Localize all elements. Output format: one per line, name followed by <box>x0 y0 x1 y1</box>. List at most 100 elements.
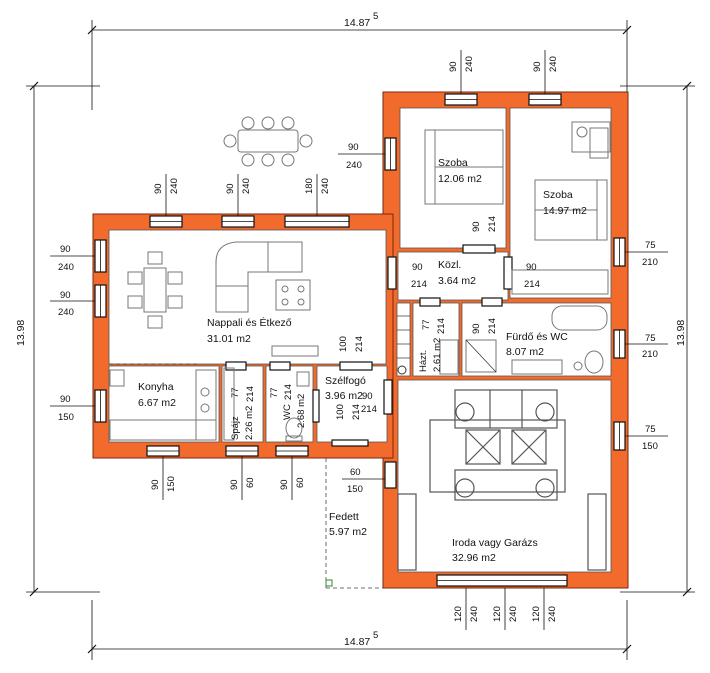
svg-text:Szoba: Szoba <box>438 157 468 169</box>
svg-text:90: 90 <box>471 221 482 232</box>
svg-text:6.67 m2: 6.67 m2 <box>138 397 176 409</box>
svg-text:240: 240 <box>320 178 331 194</box>
svg-text:120: 120 <box>453 606 464 622</box>
svg-text:Fedett: Fedett <box>329 511 359 523</box>
svg-text:77: 77 <box>421 319 432 330</box>
overall-height-right: 13.98 <box>675 320 687 346</box>
door-label-spajz: 77 214 <box>230 386 256 402</box>
svg-text:Spájz: Spájz <box>230 416 241 440</box>
opening-label-top-nappali-c: 180 240 <box>304 174 331 216</box>
dim-right: 13.98 <box>620 81 695 597</box>
svg-text:60: 60 <box>295 477 306 488</box>
svg-text:3.96 m2: 3.96 m2 <box>325 390 363 402</box>
floor-szoba2 <box>509 107 612 299</box>
svg-text:240: 240 <box>548 56 559 72</box>
svg-text:60: 60 <box>350 467 361 478</box>
floor-szoba1 <box>399 107 507 249</box>
svg-text:240: 240 <box>169 178 180 194</box>
opening-label-top-nappali-a: 90 240 <box>153 174 180 216</box>
svg-text:100: 100 <box>335 404 346 420</box>
door-fedett <box>384 461 397 489</box>
svg-text:90: 90 <box>225 183 236 194</box>
door-label-wc: 77 214 <box>269 384 294 400</box>
room-label-szoba1: Szoba 12.06 m2 <box>438 157 482 185</box>
dim-left: 13.98 <box>15 81 100 597</box>
opening-label-right-iroda: 75 150 <box>625 424 668 452</box>
sofa-icon <box>215 241 311 313</box>
door-label-hazt: 77 214 <box>421 318 447 334</box>
svg-text:Szélfogó: Szélfogó <box>325 375 366 387</box>
room-label-fedett: Fedett 5.97 m2 <box>329 511 367 538</box>
svg-text:77: 77 <box>269 387 280 398</box>
overall-width-top: 14.87 <box>344 17 370 29</box>
dim-top: 14.87 5 <box>87 11 632 110</box>
opening-label-right-furdo: 75 210 <box>625 333 668 360</box>
svg-text:240: 240 <box>241 178 252 194</box>
opening-label-top-szoba1: 90 240 <box>448 50 475 94</box>
opening-label-top-szoba2: 90 240 <box>532 50 559 94</box>
interior-doors <box>225 244 513 423</box>
svg-text:214: 214 <box>354 336 365 352</box>
svg-text:240: 240 <box>58 262 74 273</box>
dim-bottom: 14.87 5 <box>87 600 632 660</box>
door-entry <box>331 439 369 447</box>
bed-szoba2-icon <box>534 121 611 241</box>
opening-label-bottom-iroda-a: 120 240 <box>453 588 480 630</box>
door-label-furdo: 90 214 <box>471 318 498 334</box>
svg-text:90: 90 <box>229 479 240 490</box>
room-label-furdo: Fürdő és WC 8.07 m2 <box>506 331 568 358</box>
svg-text:120: 120 <box>492 606 503 622</box>
room-label-szelfogo: Szélfogó 3.96 m2 <box>325 375 366 402</box>
svg-text:5.97 m2: 5.97 m2 <box>329 526 367 538</box>
svg-text:120: 120 <box>531 606 542 622</box>
svg-text:75: 75 <box>645 424 656 435</box>
office-furniture-icon <box>397 389 607 571</box>
opening-label-fedett-side: 60 150 <box>342 467 385 495</box>
svg-text:Konyha: Konyha <box>138 381 174 393</box>
dining-table-icon <box>127 251 183 329</box>
opening-label-top-nappali-b: 90 240 <box>225 174 252 216</box>
svg-text:Szoba: Szoba <box>543 189 573 201</box>
svg-text:150: 150 <box>347 484 363 495</box>
bathroom-icon <box>465 305 608 375</box>
opening-label-bottom-iroda-c: 120 240 <box>531 588 558 630</box>
kozl-shelf-icon <box>511 269 609 295</box>
room-label-hazt: Házt. 2.61 m2 <box>418 338 443 372</box>
svg-text:214: 214 <box>436 318 447 334</box>
svg-text:90: 90 <box>279 479 290 490</box>
room-label-spajz: Spájz 2.26 m2 <box>230 406 255 440</box>
opening-label-right-szoba2: 75 210 <box>625 240 668 268</box>
svg-text:14.97 m2: 14.97 m2 <box>543 205 587 217</box>
svg-text:Házt.: Házt. <box>418 350 429 372</box>
svg-text:2.26 m2: 2.26 m2 <box>244 406 255 440</box>
opening-label-bottom-wc: 90 60 <box>279 456 306 500</box>
opening-label-left-konyha: 90 150 <box>50 394 95 423</box>
svg-text:214: 214 <box>245 386 256 402</box>
svg-text:214: 214 <box>524 279 540 290</box>
svg-text:180: 180 <box>304 178 315 194</box>
opening-label-szoba-side: 90 240 <box>338 142 385 171</box>
overall-width-top-sup: 5 <box>373 11 378 22</box>
svg-text:214: 214 <box>487 318 498 334</box>
svg-text:8.07 m2: 8.07 m2 <box>506 346 544 358</box>
svg-text:150: 150 <box>642 441 658 452</box>
overall-width-bottom-sup: 5 <box>373 630 378 641</box>
floor-stair <box>396 302 411 377</box>
svg-text:75: 75 <box>645 333 656 344</box>
stair-icon <box>397 315 410 375</box>
svg-text:90: 90 <box>60 290 71 301</box>
door-label-szoba1: 90 214 <box>471 216 498 232</box>
svg-text:100: 100 <box>338 336 349 352</box>
svg-text:240: 240 <box>58 307 74 318</box>
svg-text:12.06 m2: 12.06 m2 <box>438 173 482 185</box>
svg-text:90: 90 <box>471 323 482 334</box>
svg-text:2.68 m2: 2.68 m2 <box>296 394 307 428</box>
svg-text:240: 240 <box>464 56 475 72</box>
tv-unit-icon <box>271 345 319 357</box>
svg-text:214: 214 <box>351 404 362 420</box>
kitchen-icon <box>109 369 217 441</box>
outdoor-dining-icon <box>223 116 313 167</box>
opening-label-bottom-iroda-b: 120 240 <box>492 588 519 630</box>
svg-text:32.96 m2: 32.96 m2 <box>452 552 496 564</box>
